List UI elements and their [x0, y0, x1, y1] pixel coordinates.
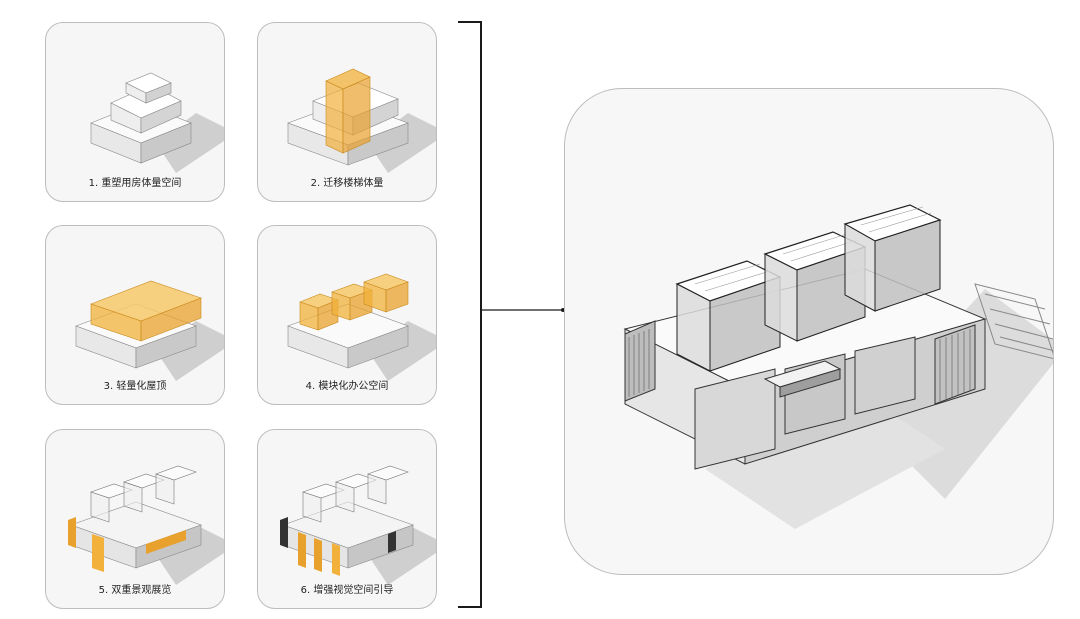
step-card-1: 1. 重塑用房体量空间 — [45, 22, 225, 202]
step-caption-5: 5. 双重景观展览 — [98, 585, 172, 596]
office-module-1 — [675, 260, 782, 372]
office-module-3 — [843, 204, 942, 312]
step-card-2: 2. 迁移楼梯体量 — [257, 22, 437, 202]
step-caption-4: 4. 模块化办公空间 — [305, 381, 389, 392]
step-caption-3: 3. 轻量化屋顶 — [103, 381, 167, 392]
step-card-5: 5. 双重景观展览 — [45, 429, 225, 609]
step-caption-1: 1. 重塑用房体量空间 — [88, 178, 182, 189]
step-caption-6: 6. 增强视觉空间引导 — [300, 585, 394, 596]
massing-diagram-4 — [287, 273, 436, 381]
massing-diagram-6 — [280, 465, 436, 585]
massing-diagram-1 — [90, 72, 224, 173]
step-card-4: 4. 模块化办公空间 — [257, 225, 437, 405]
step-card-3: 3. 轻量化屋顶 — [45, 225, 225, 405]
final-axonometric-panel — [564, 88, 1054, 575]
massing-diagram-5 — [68, 465, 224, 585]
left-screen-panel — [624, 320, 656, 402]
building-axonometric — [623, 204, 1053, 529]
office-module-2 — [763, 231, 867, 342]
step-caption-2: 2. 迁移楼梯体量 — [310, 178, 384, 189]
massing-diagram-2 — [287, 68, 436, 173]
massing-diagram-3 — [75, 280, 224, 381]
step-card-6: 6. 增强视觉空间引导 — [257, 429, 437, 609]
right-screen-panel — [934, 324, 976, 405]
